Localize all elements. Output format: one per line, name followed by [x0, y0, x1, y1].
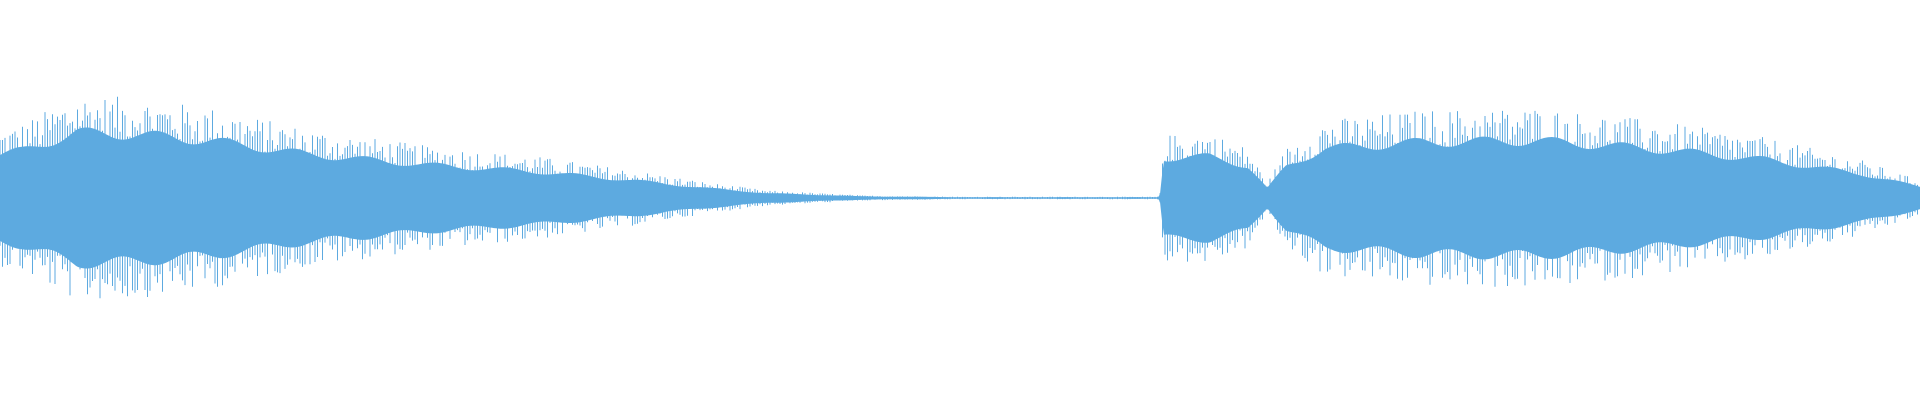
audio-waveform — [0, 96, 1920, 299]
waveform-svg — [0, 96, 1920, 299]
